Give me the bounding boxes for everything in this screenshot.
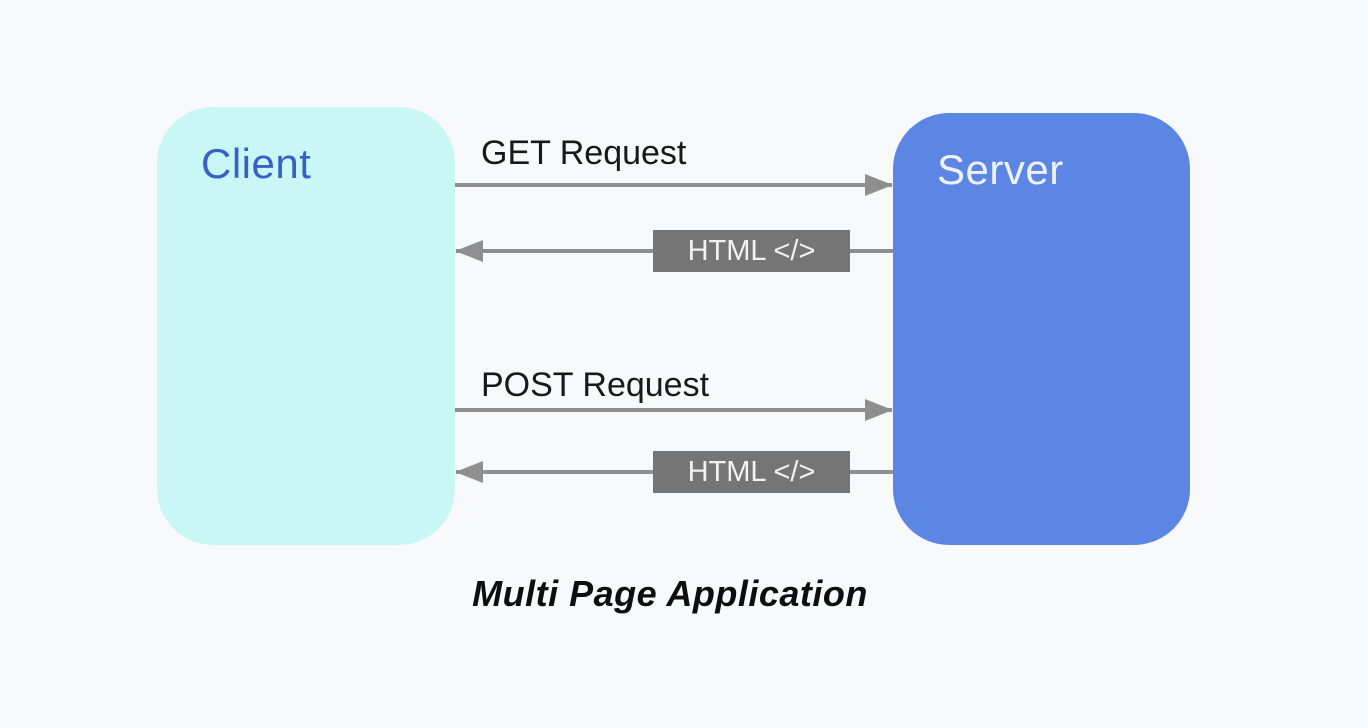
arrowhead-left-icon <box>455 240 483 262</box>
arrowhead-right-icon <box>865 399 893 421</box>
post-request-label: POST Request <box>481 366 710 404</box>
get-request-arrow <box>455 174 893 196</box>
server-label: Server <box>937 146 1064 193</box>
post-request-arrow <box>455 399 893 421</box>
html-response-label-2: HTML </> <box>687 455 816 488</box>
html-response-badge-2: HTML </> <box>653 451 850 493</box>
arrowhead-left-icon <box>455 461 483 483</box>
arrowhead-right-icon <box>865 174 893 196</box>
diagram-caption: Multi Page Application <box>472 573 868 614</box>
client-box: Client <box>157 107 455 545</box>
get-request-label: GET Request <box>481 134 687 172</box>
html-response-label-1: HTML </> <box>687 234 816 267</box>
html-response-badge-1: HTML </> <box>653 230 850 272</box>
client-label: Client <box>201 140 312 187</box>
server-box: Server <box>893 113 1190 545</box>
